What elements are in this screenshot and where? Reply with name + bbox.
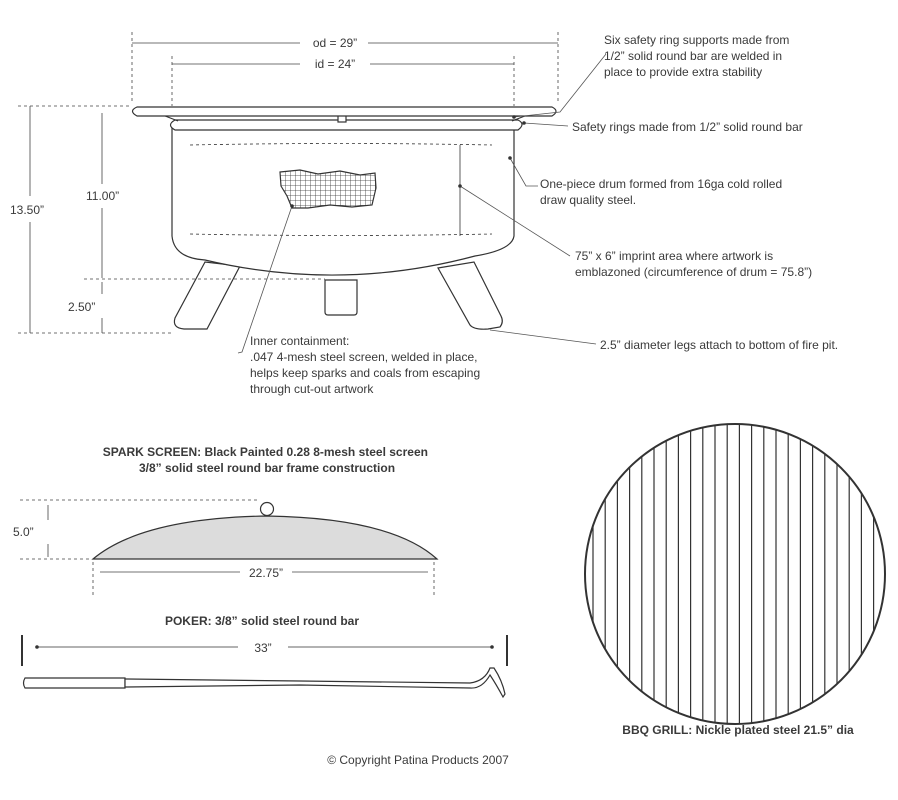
callout-inner-containment: Inner containment: .047 4-mesh steel scr… xyxy=(250,334,483,396)
bbq-grill-drawing xyxy=(584,423,886,725)
spark-screen-dimension-lines xyxy=(20,499,435,596)
total-height-label: 13.50” xyxy=(10,203,44,217)
leg-height-label: 2.50” xyxy=(68,300,95,314)
callout-legs: 2.5” diameter legs attach to bottom of f… xyxy=(600,338,838,352)
fire-pit-leg-center xyxy=(324,279,358,316)
safety-ring-upper xyxy=(131,106,557,117)
spark-screen-handle xyxy=(259,501,275,517)
fire-pit-drawing xyxy=(131,106,557,330)
spark-screen-dome xyxy=(91,515,439,560)
fire-pit-dimension-lines xyxy=(18,32,559,334)
poker-dimension-dots xyxy=(35,645,494,649)
callout-leader-dots xyxy=(290,115,526,208)
spark-screen-title: SPARK SCREEN: Black Painted 0.28 8-mesh … xyxy=(103,445,432,475)
bbq-grill-rim xyxy=(584,423,886,725)
inner-diameter-label: id = 24” xyxy=(315,57,355,71)
copyright: © Copyright Patina Products 2007 xyxy=(327,753,509,767)
poker-rod xyxy=(124,667,506,699)
callout-leader-lines xyxy=(237,53,607,354)
fire-pit-dimension-labels: od = 29” id = 24” 13.50” 11.00” 2.50” xyxy=(10,36,357,314)
drum-height-label: 11.00” xyxy=(86,189,119,203)
poker-dimension-lines xyxy=(21,635,508,666)
poker-handle xyxy=(22,677,126,689)
imprint-area-bottom-line xyxy=(189,233,493,236)
poker-length-label: 33” xyxy=(254,641,271,655)
safety-ring-lower xyxy=(169,119,523,131)
inner-containment-screen xyxy=(279,169,377,209)
bbq-grill-caption: BBQ GRILL: Nickle plated steel 21.5” dia xyxy=(622,723,854,737)
outer-diameter-label: od = 29” xyxy=(313,36,357,50)
fire-pit-leg-right xyxy=(437,261,503,330)
callout-drum: One-piece drum formed from 16ga cold rol… xyxy=(540,177,785,207)
fire-pit-leg-left xyxy=(173,261,241,330)
callout-safety-rings: Safety rings made from 1/2” solid round … xyxy=(572,120,803,134)
spark-screen-drawing xyxy=(91,501,439,560)
spark-screen-width-label: 22.75” xyxy=(249,566,283,580)
poker-title: POKER: 3/8” solid steel round bar xyxy=(165,614,359,628)
callout-imprint-area: 75” x 6” imprint area where artwork is e… xyxy=(575,249,812,279)
poker-drawing xyxy=(22,667,506,699)
callout-safety-ring-supports: Six safety ring supports made from 1/2” … xyxy=(604,33,793,79)
bbq-grill-bars xyxy=(592,424,875,724)
spark-screen-height-label: 5.0” xyxy=(13,525,34,539)
imprint-area-top-line xyxy=(189,143,493,146)
